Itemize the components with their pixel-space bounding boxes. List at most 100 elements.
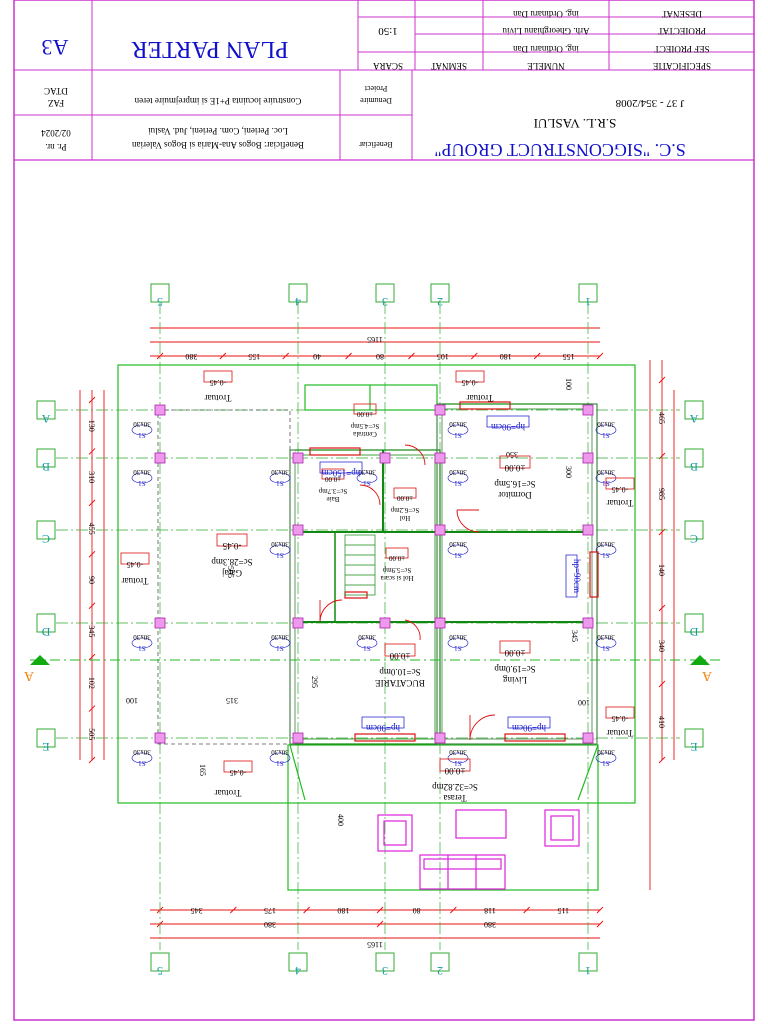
column-pillar [434,617,446,629]
dim-tick [88,756,96,764]
level-tag-frame [439,758,471,772]
dim-value: 380 [484,920,496,929]
dim-value: 175 [264,906,276,915]
column-tag: S1 [454,431,462,439]
dim-value: 90 [87,576,96,584]
column-size: 30x30 [133,748,151,756]
person-desenat: ing. Ordinaru Dan [513,9,579,19]
hp-label-dormitor: hp=90cm [491,422,525,432]
room-labels: DormitorSc=16.5mp±0.00LivingSc=19.0mp±0.… [211,403,536,803]
column-pillar [582,404,594,416]
axis-label-3-top: 3 [382,295,388,309]
total-width-bottom: 1165 [367,940,383,949]
dim-value: 80 [376,352,384,361]
lounge-chair-right [544,809,580,847]
project-number: 02/2024 [41,128,71,138]
column-tag-frame [131,424,153,436]
column-tag: S1 [363,479,371,487]
column-tag-frame [269,472,291,484]
sidewalk-level-frame [203,370,233,383]
sidewalk-level: -0.45 [230,768,247,777]
dim-tick [376,906,384,914]
column-tag: S1 [276,759,284,767]
column-tag-frame [269,752,291,764]
dim-tick [156,352,164,360]
hp-label-bucatarie: hp=90cm [366,723,400,733]
column-size: 30x30 [358,468,376,476]
sidewalk-level: -0.45 [612,485,629,494]
axis-bubble-frame [288,283,308,303]
hp-label-baie: hp=150cm [322,468,361,478]
label-pr-nr: Pr. nr. [45,142,66,152]
dim-value: 410 [657,716,666,728]
column-tag-frame [131,752,153,764]
column-tag-frame [595,544,617,556]
column-tag: S1 [602,431,610,439]
company-name: S.C. "SIGCONSTRUCT GROUP" [434,140,685,160]
label-proiect: Proiect [364,84,387,93]
label-scara: SCARA [372,61,403,71]
dim-value: 102 [87,677,96,689]
level-tag-frame [385,547,409,559]
axis-bubble-frame [288,952,308,972]
inner-dim-value: 100 [126,696,138,705]
dim-value: 505 [87,728,96,740]
column-size: 30x30 [133,468,151,476]
total-width-top: 1165 [367,335,383,344]
axis-label-2-bottom: 2 [437,964,443,978]
doors [319,444,496,741]
column-pillar [154,617,166,629]
drawing-title: PLAN PARTER [131,36,288,62]
axis-bubble-frame [684,448,704,468]
dim-value: 380 [264,920,276,929]
column-tag: S1 [454,644,462,652]
label-denumire: Denumire [360,96,392,105]
sidewalk-level: -0.45 [127,560,144,569]
project-beneficiary: Beneficiar: Bogos Ana-Maria si Bogos Val… [131,140,304,150]
room-name: Living [503,675,527,685]
column-tag-frame [595,752,617,764]
column-tag: S1 [138,759,146,767]
room-area: Sc=5.9mp [382,566,411,574]
trotuar-label-right: Trotuar [607,498,634,508]
section-mark-left: A [23,668,34,683]
axis-label-4-bottom: 4 [295,964,301,978]
column-tag-frame [447,424,469,436]
dim-value: 180 [337,906,349,915]
column-pillar [582,452,594,464]
scale-value: 1:50 [378,25,398,37]
axis-label-5-top: 5 [157,295,163,309]
dim-tick [658,376,666,384]
company-registration: J 37 - 354/2008 [615,97,684,109]
trotuar-label-top-left: Trotuar [205,393,232,403]
column-tag-frame [131,637,153,649]
person-proiectat: Arh. Gheorghianu Liviu [502,26,590,36]
column-pillar [154,732,166,744]
section-mark-right: A [701,668,712,683]
column-tag: S1 [602,759,610,767]
column-tag-frame [447,472,469,484]
column-tag-frame [447,752,469,764]
column-pillar [154,452,166,464]
dimension-lines [79,327,675,939]
sidewalk-labels: Trotuar Trotuar Trotuar Trotuar Trotuar … [122,393,634,798]
column-tag: S1 [363,644,371,652]
level-tag-frame [384,643,416,657]
column-tag: S1 [602,551,610,559]
trotuar-label-right-bottom: Trotuar [607,728,634,738]
terrace-furniture [377,809,580,890]
axis-bubble-frame [430,283,450,303]
dim-value: 985 [657,488,666,500]
label-specificatie: SPECIFICATIE [652,61,711,71]
dim-tick [658,680,666,688]
dim-tick [596,920,604,928]
label-proiectat: PROIECTAT [658,26,706,36]
column-tag: S1 [138,644,146,652]
sheet-format-label: A3 [42,35,69,60]
dim-tick [88,653,96,661]
axis-bubble-frame [684,400,704,420]
level-tag-frame [499,640,531,654]
column-tag-frame [447,544,469,556]
